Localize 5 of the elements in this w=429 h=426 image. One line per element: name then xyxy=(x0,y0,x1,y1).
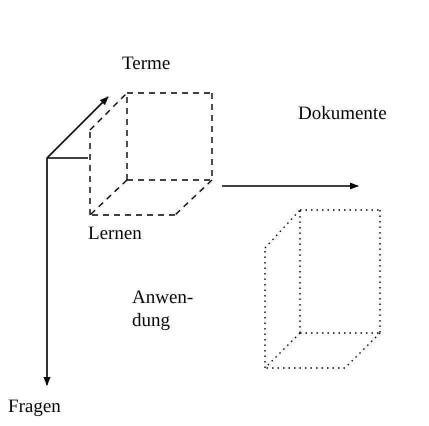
axis-label: Fragen xyxy=(8,395,61,418)
axis-label: Terme xyxy=(122,52,170,75)
cube-label: Lernen xyxy=(88,222,142,245)
cube-label: Anwen- dung xyxy=(132,286,192,332)
axis-label: Dokumente xyxy=(298,102,387,125)
